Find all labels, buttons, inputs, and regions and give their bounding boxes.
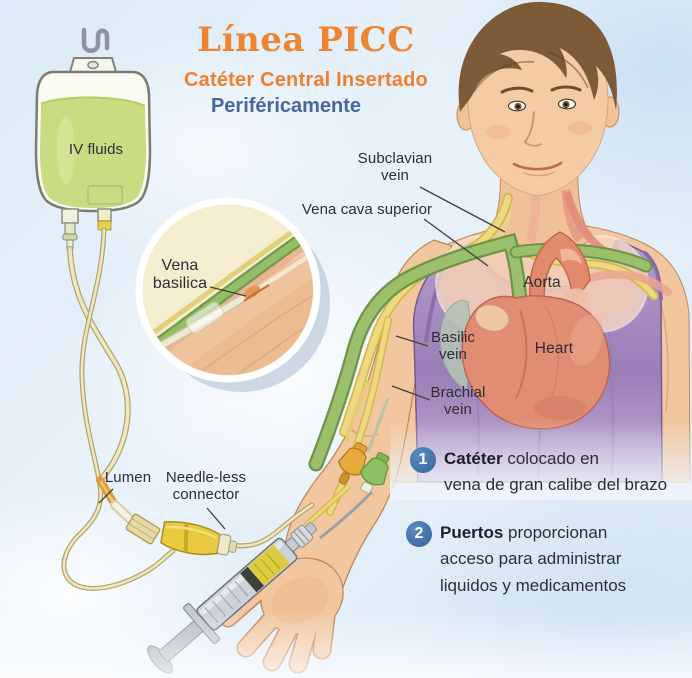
- label-needleless-connector: Needle-less connector: [165, 469, 247, 504]
- label-brachial-vein: Brachial vein: [430, 384, 486, 419]
- annotation-step-1: 1 Catéter colocado en vena de gran calib…: [410, 446, 667, 499]
- page-title: Línea PICC: [197, 20, 415, 60]
- inset-magnifier: [135, 197, 330, 392]
- title-block: Línea PICC Catéter Central Insertado Per…: [150, 20, 462, 118]
- step-2-text: Puertos proporcionan acceso para adminis…: [440, 523, 627, 595]
- connector-assembly: [96, 476, 238, 556]
- port-orange: [337, 441, 368, 485]
- eyes: [507, 98, 577, 112]
- step-1-badge: 1: [410, 447, 436, 473]
- leader-lines: [98, 186, 506, 530]
- aorta-vessel: [529, 231, 591, 304]
- label-aorta: Aorta: [523, 274, 561, 291]
- annotation-step-2: 2 Puertos proporcionan acceso para admin…: [406, 520, 626, 599]
- step-2-badge: 2: [406, 521, 432, 547]
- needleless-connector-body: [160, 521, 238, 556]
- label-vena-basilica: Vena basilica: [152, 257, 208, 293]
- catheter-ports: [303, 379, 390, 540]
- label-basilic-vein: Basilic vein: [430, 329, 476, 364]
- label-vena-cava-superior: Vena cava superior: [301, 201, 433, 218]
- port-green: [359, 451, 390, 494]
- label-lumen: Lumen: [104, 469, 152, 486]
- page-subtitle-line1: Catéter Central Insertado: [184, 69, 428, 91]
- step-1-text: Catéter colocado en vena de gran calibe …: [444, 449, 668, 495]
- hanger-hook-icon: [81, 27, 110, 53]
- iv-tubing: [61, 227, 315, 591]
- veins: [308, 192, 672, 516]
- label-subclavian-vein: Subclavian vein: [357, 150, 433, 185]
- iv-bag: [34, 27, 152, 250]
- page-subtitle-line2: Periféricamente: [210, 95, 362, 117]
- head: [456, 1, 620, 259]
- label-heart: Heart: [534, 340, 574, 357]
- hair: [458, 1, 617, 112]
- label-iv-fluids: IV fluids: [68, 141, 124, 158]
